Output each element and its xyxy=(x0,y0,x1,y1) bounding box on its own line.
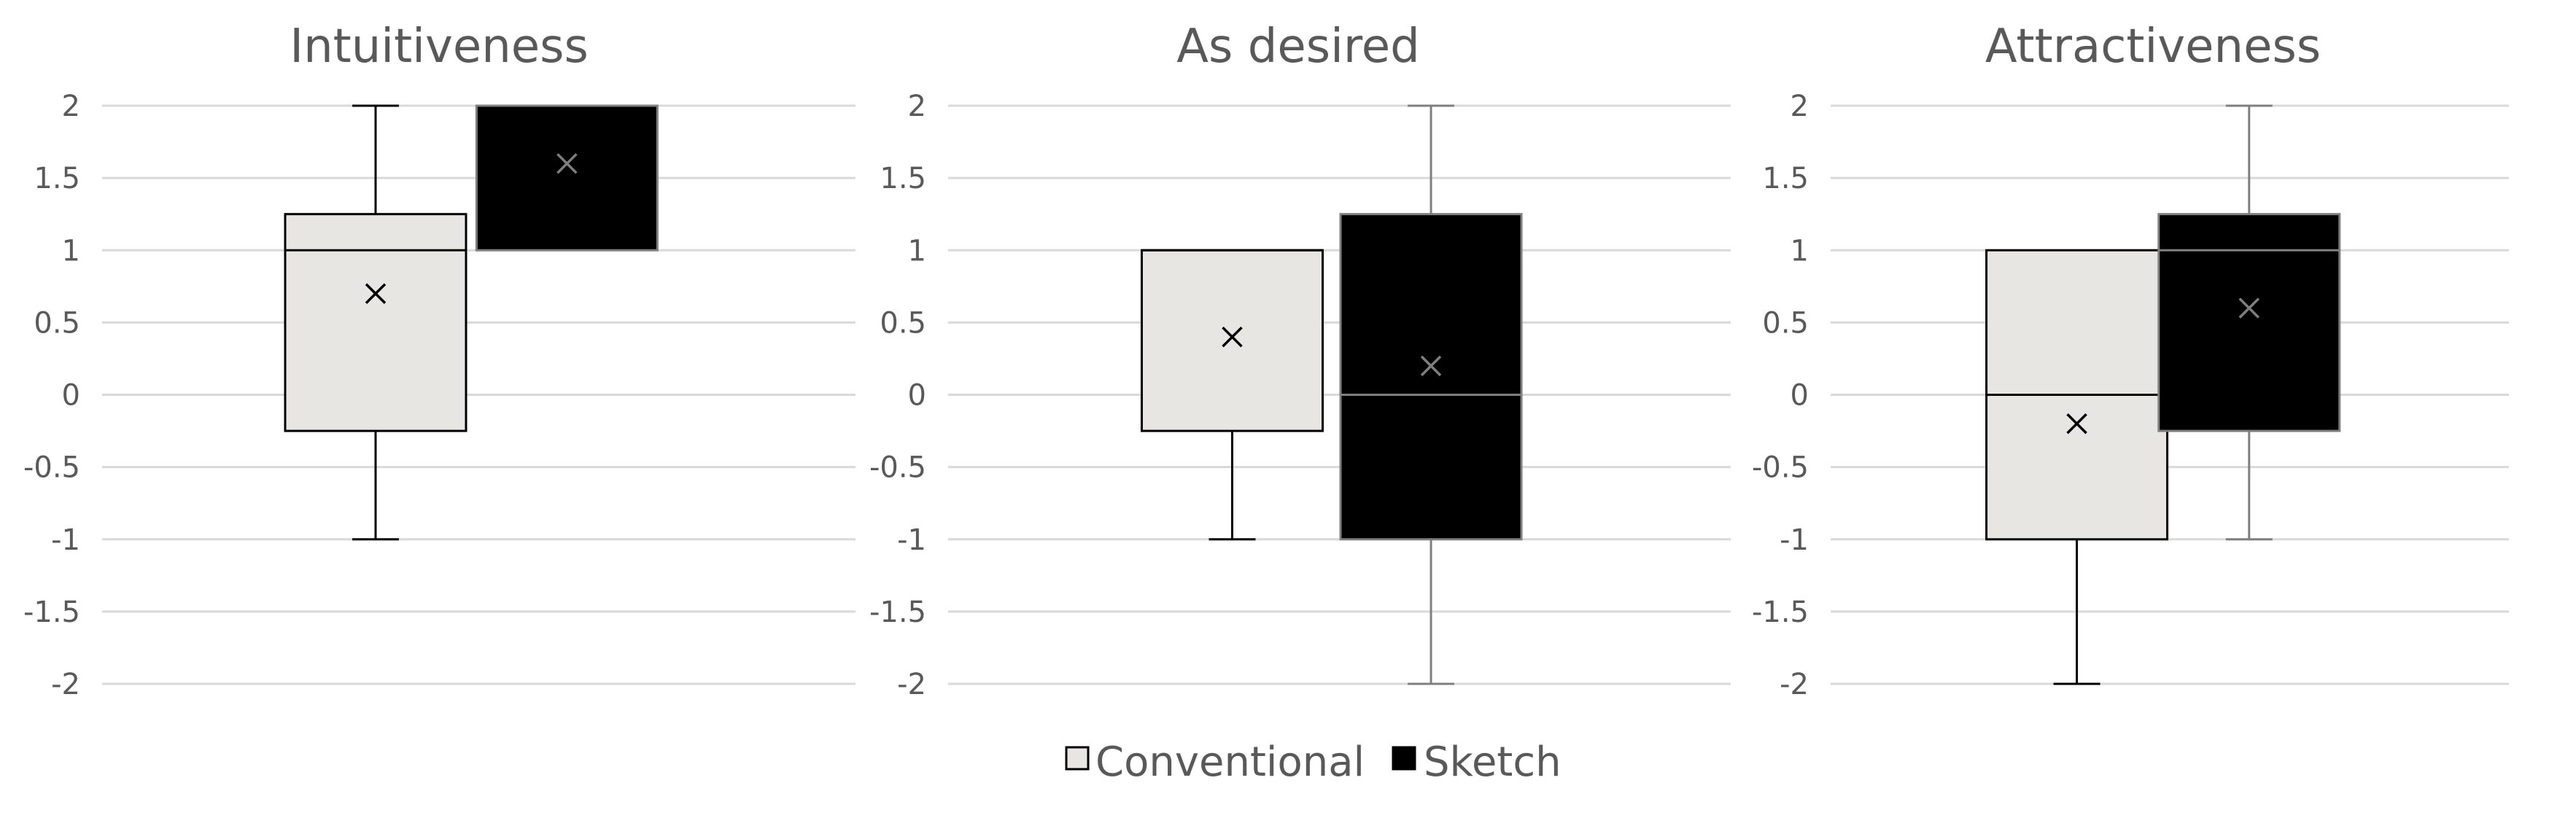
box-iqr xyxy=(475,104,659,252)
mean-marker xyxy=(1222,326,1243,348)
y-tick-label: 1.5 xyxy=(1762,162,1809,195)
y-tick-label: 2 xyxy=(62,90,80,123)
box-conventional xyxy=(1140,249,1324,541)
box-iqr xyxy=(284,213,468,432)
box-iqr xyxy=(1140,249,1324,432)
y-tick-label: 2 xyxy=(1791,90,1809,123)
mean-marker xyxy=(2238,297,2260,319)
mean-marker xyxy=(2066,413,2087,435)
y-tick-label: 1.5 xyxy=(34,162,80,195)
chart-panel-1: Intuitiveness 2 1.5 1 0.5 0 -0.5 -1 -1.5 -2 xyxy=(23,20,856,701)
chart-panel-3: Attractiveness 2 1.5 1 0.5 0 -0.5 -1 -1.5 -2 xyxy=(1752,20,2509,701)
box-sketch xyxy=(2157,104,2341,541)
y-tick-label: -0.5 xyxy=(1752,451,1809,485)
legend-label-sketch: Sketch xyxy=(1424,739,1561,786)
y-tick-label: -1.5 xyxy=(1752,596,1809,629)
legend-swatch-conventional xyxy=(1065,746,1090,771)
y-tick-label: -2 xyxy=(51,668,80,701)
y-tick-label: -1 xyxy=(51,523,80,557)
box-sketch xyxy=(1339,104,1523,685)
y-tick-label: -1.5 xyxy=(23,596,80,629)
legend-swatch-sketch xyxy=(1392,746,1416,771)
y-tick-label: -2 xyxy=(897,668,926,701)
y-tick-label: -2 xyxy=(1780,668,1809,701)
y-tick-label: 0 xyxy=(1791,379,1809,413)
chart-title: Attractiveness xyxy=(1985,20,2321,74)
y-tick-label: 1.5 xyxy=(880,162,926,195)
y-tick-label: 0 xyxy=(908,379,926,413)
y-tick-label: 1 xyxy=(1791,234,1809,268)
y-tick-label: 0.5 xyxy=(880,306,926,340)
legend-label-conventional: Conventional xyxy=(1095,739,1365,786)
y-tick-label: -0.5 xyxy=(23,451,80,485)
y-tick-label: -0.5 xyxy=(869,451,926,485)
mean-marker xyxy=(556,153,578,174)
box-sketch xyxy=(475,104,659,252)
y-tick-label: -1 xyxy=(1780,523,1809,557)
y-tick-label: 0 xyxy=(62,379,80,413)
box-iqr xyxy=(2157,213,2341,432)
box-iqr xyxy=(1339,213,1523,541)
chart-title: Intuitiveness xyxy=(290,20,589,74)
chart-panel-2: As desired 2 1.5 1 0.5 0 -0.5 -1 -1.5 -2 xyxy=(869,20,1731,701)
y-tick-label: -1.5 xyxy=(869,596,926,629)
y-tick-label: 0.5 xyxy=(34,306,80,340)
mean-marker xyxy=(365,283,387,304)
box-conventional xyxy=(284,104,468,541)
y-tick-label: -1 xyxy=(897,523,926,557)
box-conventional xyxy=(1985,249,2169,685)
y-tick-label: 0.5 xyxy=(1762,306,1809,340)
y-tick-label: 2 xyxy=(908,90,926,123)
chart-legend: Conventional Sketch xyxy=(1065,739,1561,786)
mean-marker xyxy=(1420,355,1442,377)
y-tick-label: 1 xyxy=(62,234,80,268)
chart-title: As desired xyxy=(1176,20,1420,74)
y-tick-label: 1 xyxy=(908,234,926,268)
